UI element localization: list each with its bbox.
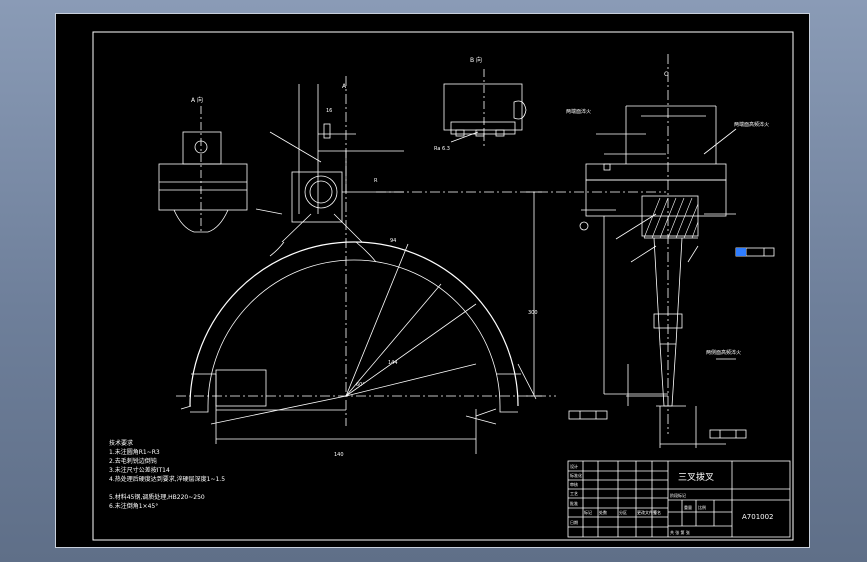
technical-requirements: 技术要求 1.未注圆角R1~R3 2.去毛刺锐边倒钝 3.未注尺寸公差按IT14 4.热… [109,439,225,511]
cad-viewport[interactable]: 三叉拨叉 A701002 A 向 B 向 A C 两端面淬火 两端面高频淬火 两… [55,13,810,548]
title-block-label: 比例 [698,504,706,510]
tolerance-frames [568,247,775,439]
label-view-a: A 向 [191,96,203,104]
title-block-label: 阶段标记 [670,492,686,498]
title-block-label: 标准化 [570,472,582,478]
title-block-label: 共 张 第 张 [670,529,690,535]
tech-requirement-line: 5.材料45钢,调质处理,HB220~250 [109,494,205,501]
view-a [158,106,248,234]
note-datum: Ra 6.3 [434,146,450,152]
title-block-label: 分区 [619,509,627,515]
title-block [567,460,791,538]
dimension-label: 60° [356,382,365,388]
drawing-frame [92,31,794,541]
tech-requirement-line: 6.未注倒角1×45° [109,503,159,510]
label-section-a: A [342,83,347,90]
tech-requirement-line: 2.去毛刺锐边倒钝 [109,458,157,465]
dimension-label: 300 [528,310,538,316]
title-block-label: 更改文件号 [637,509,657,515]
note-surface-a: 两端面淬火 [566,108,591,115]
title-block-label: 日期 [570,519,578,525]
title-block-label: 签名 [653,509,661,515]
tech-requirement-line: 3.未注尺寸公差按IT14 [109,467,170,474]
drawing-title: 三叉拨叉 [678,471,714,483]
datum-marker [736,248,746,256]
title-block-label: 工艺 [570,491,578,496]
title-block-label: 设计 [570,463,578,469]
drawing-number: A701002 [742,513,774,521]
title-block-label: 处数 [599,509,607,515]
dimension-label: 16 [326,108,332,114]
label-section-c: C [664,71,668,78]
dimension-label: R [374,178,378,184]
title-block-label: 重量 [684,504,692,510]
dimension-label: 140 [334,452,344,458]
view-b [443,69,527,149]
tech-requirement-line: 1.未注圆角R1~R3 [109,449,160,456]
tech-requirement-line: 技术要求 [109,440,134,447]
label-view-b: B 向 [470,56,482,64]
leaders [180,131,699,425]
tech-requirement-line [109,484,225,493]
title-block-label: 批准 [570,500,578,506]
title-block-label: 标记 [584,509,592,515]
dimension-label: 94 [390,238,396,244]
section-c [579,54,737,448]
tech-requirement-line: 4.热处理后硬度达到要求,淬硬层深度1~1.5 [109,476,226,483]
engineering-drawing: 三叉拨叉 A701002 A 向 B 向 A C 两端面淬火 两端面高频淬火 两… [92,31,794,541]
note-surface-b: 两端面高频淬火 [734,121,769,128]
note-surface-c: 两侧面高频淬火 [706,349,741,356]
dimension-label: 144 [388,360,398,366]
title-block-label: 审核 [570,481,578,487]
fork-main-view [176,76,666,454]
